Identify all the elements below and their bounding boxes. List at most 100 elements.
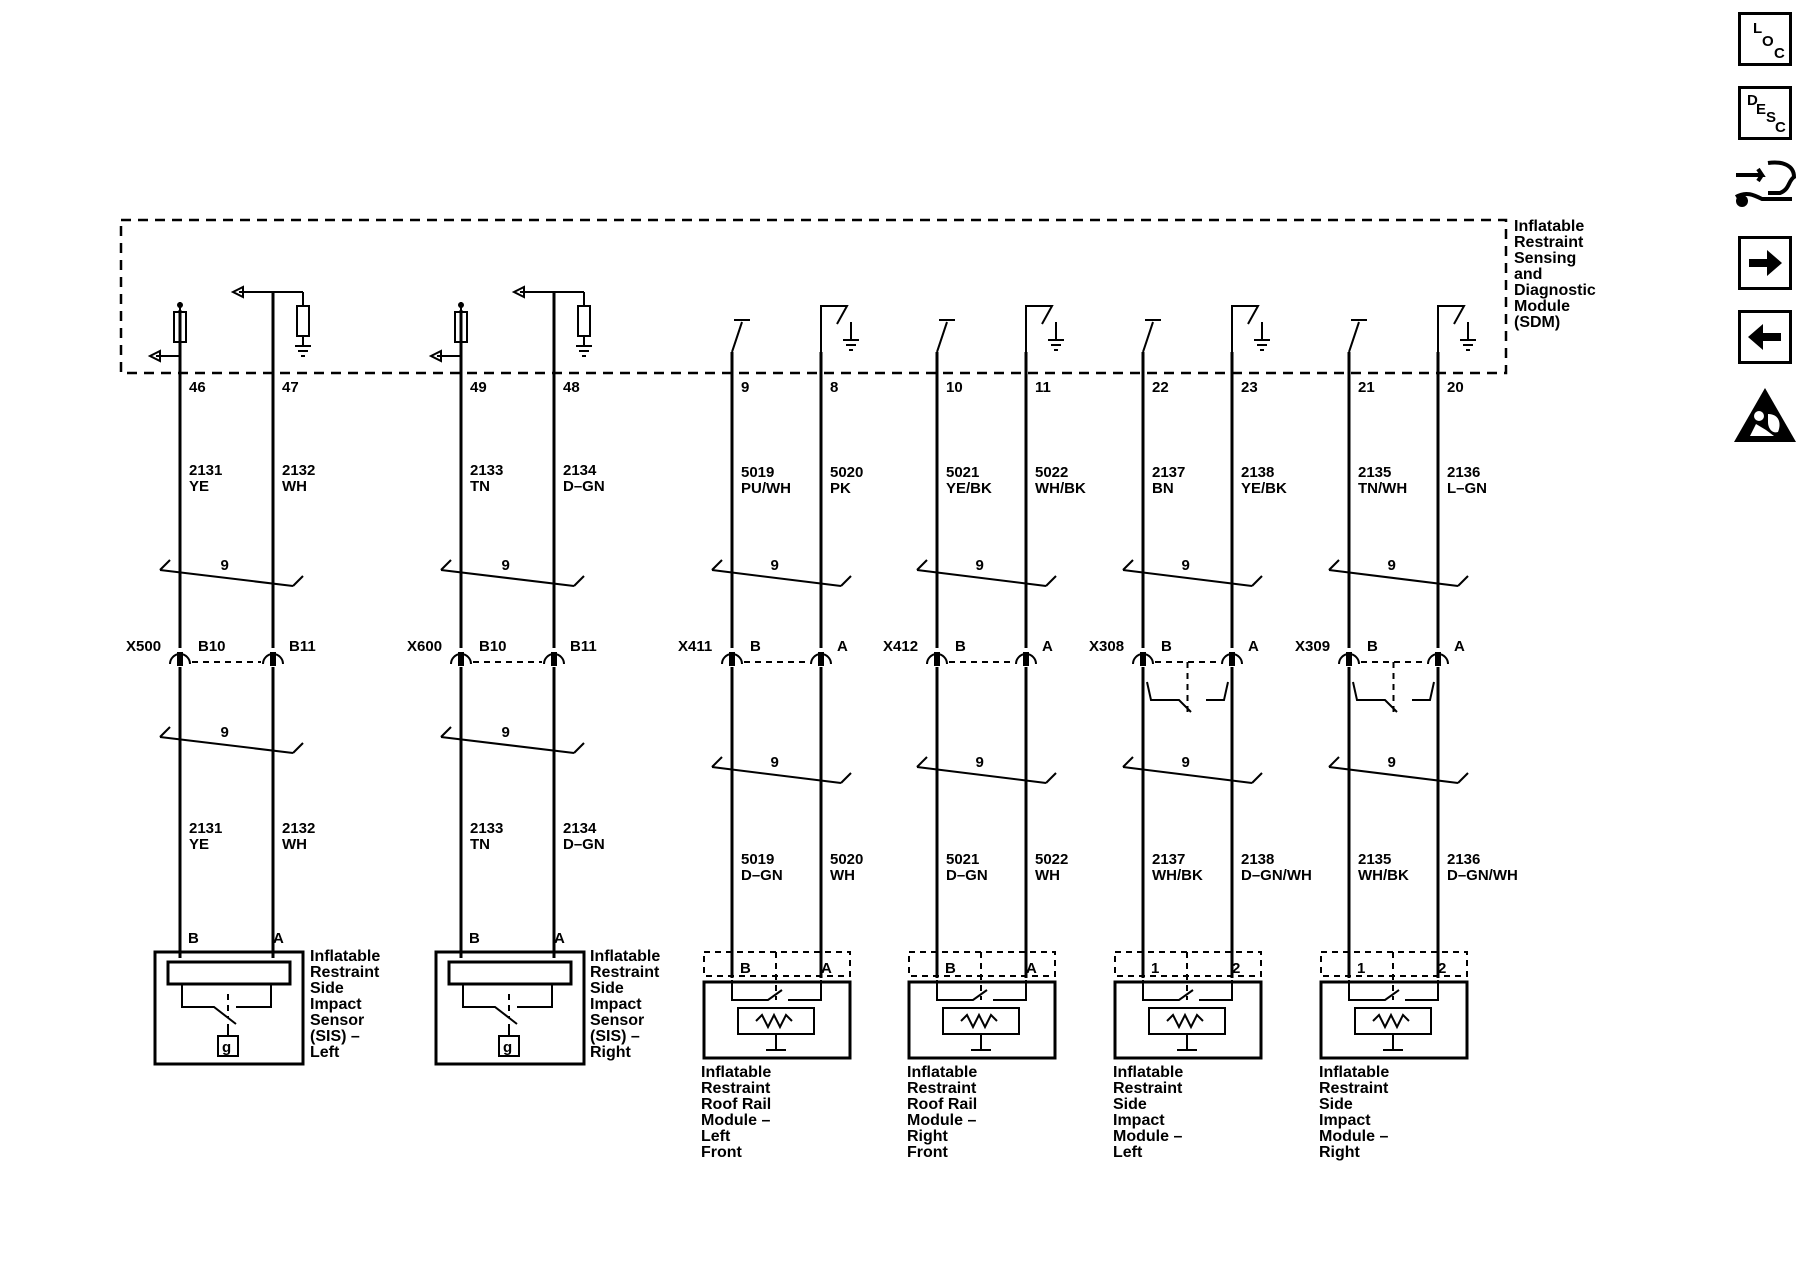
harness-end [711, 756, 723, 768]
harness-end [711, 559, 723, 571]
component-label-line: Restraint [1113, 1080, 1183, 1097]
sensor-element [447, 960, 573, 986]
desc-button[interactable]: D E S C [1738, 86, 1792, 140]
wire-color: PU/WH [741, 480, 791, 497]
component-terminal-label: A [273, 930, 284, 947]
component-label-line: Impact [1319, 1112, 1371, 1129]
component-label-line: Inflatable [310, 948, 380, 965]
desc-letter-s: S [1766, 109, 1777, 126]
wire-circuit-number: 5020 [830, 851, 863, 868]
wire-color: YE/BK [1241, 480, 1287, 497]
connector-label: X411 [678, 638, 712, 655]
wire-circuit-number: 5021 [946, 851, 979, 868]
switch-icon [462, 984, 518, 1025]
component-label-line: Module – [907, 1112, 976, 1129]
switch-icon [731, 321, 743, 353]
component-label-line: Restraint [590, 964, 660, 981]
pin-number: 9 [741, 379, 749, 396]
harness-end [916, 559, 928, 571]
connector-repair-icon [1734, 160, 1797, 207]
harness-count: 9 [1388, 754, 1396, 771]
component-label-line: Side [590, 980, 624, 997]
harness-line [440, 736, 575, 754]
harness-end [440, 559, 452, 571]
component-label-line: Module – [1113, 1128, 1182, 1145]
resistor-icon [1372, 1012, 1410, 1030]
splice-dot [458, 302, 464, 308]
harness-count: 9 [1388, 557, 1396, 574]
switch-icon [236, 984, 272, 1008]
connector-repair-button[interactable] [1732, 155, 1798, 219]
component-label-line: Roof Rail [907, 1096, 977, 1113]
shorting-clip [1405, 980, 1439, 1001]
pin-number: 8 [830, 379, 838, 396]
component-label-line: Roof Rail [701, 1096, 771, 1113]
previous-page-button[interactable] [1738, 310, 1792, 364]
connector-pin-label: B11 [570, 638, 597, 655]
airbag-warning-button[interactable] [1732, 384, 1798, 448]
sensor-housing [434, 950, 586, 1066]
component-label-line: Restraint [1319, 1080, 1389, 1097]
component-label-line: Front [701, 1144, 743, 1161]
wire-color: WH [282, 478, 307, 495]
component-terminal-label: 2 [1438, 960, 1446, 977]
wire-color: BN [1152, 480, 1174, 497]
harness-upper-5: 9 [1328, 557, 1469, 587]
resistor-icon [577, 305, 591, 337]
connector-pin-label: B10 [198, 638, 226, 655]
harness-lower-0: 9 [159, 724, 304, 754]
wire-circuit-number: 5021 [946, 464, 979, 481]
wire-circuit-number: 2134 [563, 820, 597, 837]
airbag-module-5 [1319, 951, 1469, 1060]
component-label-line: Impact [310, 996, 362, 1013]
component-label-line: Restraint [907, 1080, 977, 1097]
wire-circuit-number: 2133 [470, 462, 503, 479]
component-label-line: Module – [701, 1112, 770, 1129]
harness-lower-4: 9 [1122, 754, 1263, 784]
sensor-housing [153, 950, 305, 1066]
sdm-label-line-1: Inflatable [1514, 218, 1584, 235]
component-terminal-label: B [188, 930, 199, 947]
module-housing [702, 980, 852, 1060]
harness-end [292, 742, 304, 754]
wire-color: D–GN [563, 478, 605, 495]
wire-color: YE/BK [946, 480, 992, 497]
wire-circuit-number: 2136 [1447, 464, 1480, 481]
component-label-line: Impact [590, 996, 642, 1013]
shorting-clip [936, 980, 988, 1001]
wire-color: TN/WH [1358, 480, 1407, 497]
connector-pin [177, 652, 183, 666]
pin-number: 48 [563, 379, 580, 396]
wire-color: WH [1035, 867, 1060, 884]
connector-pin [1023, 652, 1029, 666]
harness-count: 9 [771, 557, 779, 574]
component-label-line: Front [907, 1144, 949, 1161]
connector-label: X309 [1295, 638, 1330, 655]
component-label-line: Module – [1319, 1128, 1388, 1145]
harness-end [916, 756, 928, 768]
switch-icon [1142, 321, 1154, 353]
harness-count: 9 [221, 557, 229, 574]
sdm-label-line-6: Module [1514, 298, 1570, 315]
airbag-module-4 [1113, 951, 1263, 1060]
switch-icon [1025, 305, 1054, 352]
resistor-icon [960, 1012, 998, 1030]
loc-button[interactable]: L O C [1738, 12, 1792, 66]
next-page-button[interactable] [1738, 236, 1792, 290]
loc-letter-l: L [1753, 20, 1763, 37]
harness-count: 9 [1182, 557, 1190, 574]
harness-lower-5: 9 [1328, 754, 1469, 784]
shorting-clip [731, 980, 783, 1001]
sdm-deploy-switch-2 [731, 305, 859, 353]
harness-line [916, 569, 1047, 587]
harness-line [711, 766, 842, 784]
harness-count: 9 [771, 754, 779, 771]
harness-count: 9 [502, 557, 510, 574]
harness-upper-2: 9 [711, 557, 852, 587]
